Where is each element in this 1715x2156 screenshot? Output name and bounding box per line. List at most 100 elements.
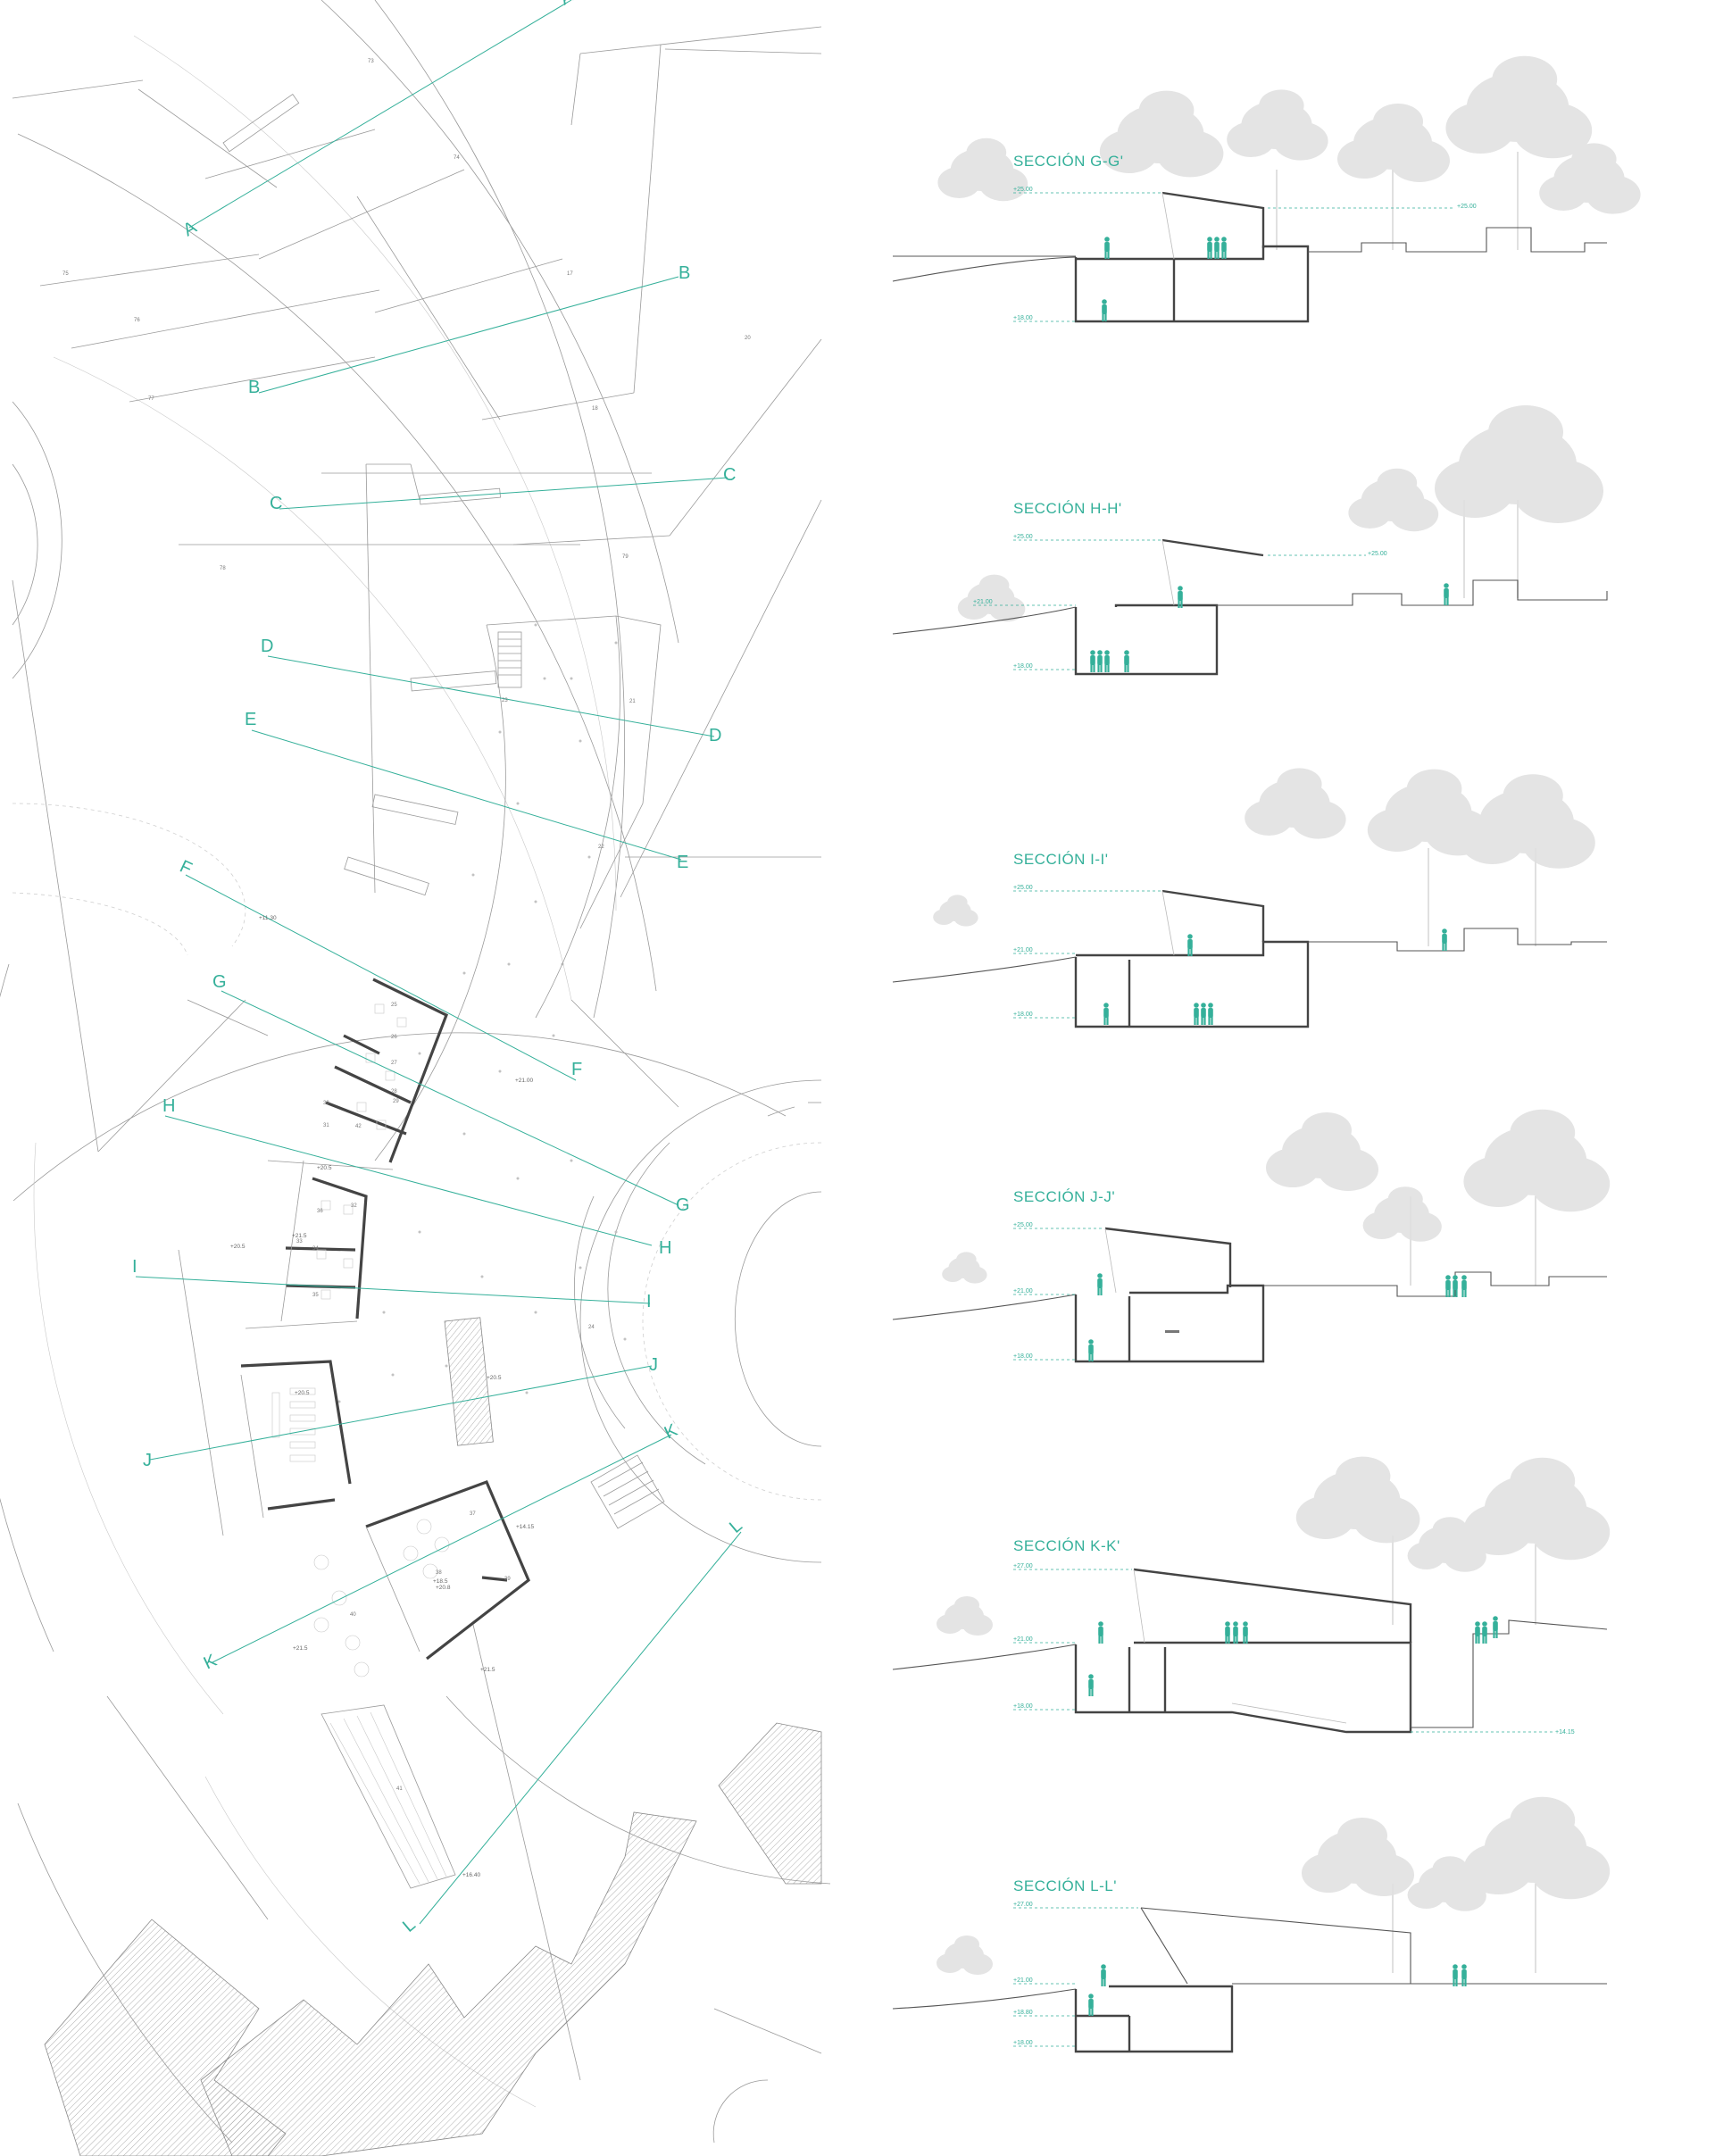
section-title: SECCIÓN G-G': [1013, 153, 1124, 170]
plan-levels: +21.00 +11.30 +20.5 +20.5 +21.5 +20.5 +2…: [230, 915, 534, 1878]
svg-text:+21.00: +21.00: [1013, 1977, 1033, 1984]
svg-text:32: 32: [351, 1203, 357, 1209]
svg-text:+14.15: +14.15: [516, 1524, 534, 1530]
section-k: SECCIÓN K-K' +27.00 +21.00 +18.00 +14.15: [892, 1456, 1611, 1736]
cut-marker-j-end: J: [649, 1355, 658, 1375]
svg-text:78: 78: [220, 566, 226, 571]
svg-text:+21.5: +21.5: [293, 1645, 308, 1652]
svg-text:+21.00: +21.00: [515, 1078, 533, 1084]
svg-text:+18.80: +18.80: [1013, 2010, 1033, 2016]
svg-text:+18.00: +18.00: [1013, 1353, 1033, 1360]
svg-text:+21.00: +21.00: [1013, 947, 1033, 953]
svg-text:+25.00: +25.00: [1013, 187, 1033, 193]
svg-text:+25.00: +25.00: [1013, 885, 1033, 891]
svg-text:+21.5: +21.5: [480, 1667, 495, 1673]
svg-text:17: 17: [567, 271, 573, 277]
svg-text:29: 29: [393, 1099, 399, 1104]
svg-text:+14.15: +14.15: [1555, 1729, 1575, 1736]
section-title: SECCIÓN H-H': [1013, 500, 1122, 517]
svg-text:+20.8: +20.8: [436, 1585, 451, 1591]
section-g: SECCIÓN G-G' +25.00 +25.00 +18.00: [892, 55, 1641, 323]
svg-text:26: 26: [391, 1035, 397, 1040]
svg-text:23: 23: [502, 698, 508, 703]
building-walls: [240, 978, 530, 1661]
cut-marker-b-start: B: [248, 378, 260, 397]
svg-text:+21.00: +21.00: [973, 599, 993, 605]
svg-text:79: 79: [622, 554, 629, 560]
cut-marker-e-end: E: [677, 853, 688, 872]
section-title: SECCIÓN L-L': [1013, 1877, 1117, 1894]
cut-marker-d-start: D: [261, 637, 273, 656]
svg-text:+18.00: +18.00: [1013, 663, 1033, 670]
svg-text:+18.00: +18.00: [1013, 1011, 1033, 1018]
svg-text:76: 76: [134, 318, 140, 323]
section-cut-lines: [135, 0, 742, 1925]
svg-text:37: 37: [470, 1511, 476, 1517]
svg-text:+27.00: +27.00: [1013, 1563, 1033, 1569]
svg-text:+18.5: +18.5: [433, 1578, 448, 1585]
section-title: SECCIÓN K-K': [1013, 1537, 1120, 1554]
svg-text:31: 31: [323, 1123, 329, 1128]
svg-text:+20.5: +20.5: [317, 1165, 332, 1171]
sections-column: SECCIÓN G-G' +25.00 +25.00 +18.00: [892, 55, 1641, 2053]
cut-marker-i-start: I: [132, 1257, 137, 1277]
section-l: SECCIÓN L-L' +27.00 +21.00 +18.80 +18.00: [892, 1796, 1611, 2053]
svg-text:+18.00: +18.00: [1013, 2040, 1033, 2046]
section-j: SECCIÓN J-J' +25.00 +21.00 +18.00: [892, 1109, 1611, 1363]
svg-text:+25.00: +25.00: [1368, 551, 1387, 557]
svg-text:41: 41: [396, 1786, 403, 1792]
svg-text:+20.5: +20.5: [295, 1390, 310, 1396]
svg-text:+20.5: +20.5: [230, 1244, 246, 1250]
cut-marker-d-end: D: [709, 726, 721, 745]
svg-text:+18.00: +18.00: [1013, 1703, 1033, 1710]
svg-text:34: 34: [312, 1246, 319, 1252]
svg-text:77: 77: [148, 396, 154, 402]
svg-text:25: 25: [391, 1003, 397, 1008]
cut-marker-b-end: B: [679, 263, 690, 283]
section-i: SECCIÓN I-I' +25.00 +21.00 +18.00: [892, 768, 1607, 1028]
section-title: SECCIÓN J-J': [1013, 1188, 1115, 1205]
svg-text:18: 18: [592, 406, 598, 412]
site-plan: A A B B C C D D E E F F G G H H I I J J …: [0, 0, 831, 2156]
cut-marker-l-start: L: [399, 1915, 420, 1936]
svg-text:+21.00: +21.00: [1013, 1636, 1033, 1643]
cut-marker-k-end: K: [662, 1420, 681, 1444]
svg-text:42: 42: [355, 1124, 362, 1129]
cut-marker-a-end: A: [557, 0, 578, 9]
cut-marker-j-start: J: [143, 1451, 152, 1470]
svg-text:36: 36: [317, 1209, 323, 1214]
svg-text:21: 21: [629, 699, 636, 704]
svg-text:+27.00: +27.00: [1013, 1902, 1033, 1908]
room-numbers: 73 74 75 76 77 78 79 17 18 20 21 22 23 2…: [62, 59, 751, 1792]
svg-text:+21.00: +21.00: [1013, 1288, 1033, 1294]
svg-text:73: 73: [368, 59, 374, 64]
svg-text:40: 40: [350, 1612, 356, 1618]
svg-text:75: 75: [62, 271, 69, 277]
svg-text:+11.30: +11.30: [259, 915, 277, 921]
svg-text:28: 28: [391, 1089, 397, 1095]
cut-marker-c-end: C: [723, 465, 736, 485]
cut-marker-k-start: K: [201, 1651, 221, 1674]
svg-text:+25.00: +25.00: [1013, 534, 1033, 540]
svg-text:39: 39: [504, 1577, 511, 1582]
cut-marker-i-end: I: [646, 1292, 652, 1311]
svg-text:38: 38: [436, 1570, 442, 1576]
svg-text:+18.00: +18.00: [1013, 315, 1033, 321]
cut-marker-e-start: E: [245, 710, 256, 729]
section-title: SECCIÓN I-I': [1013, 851, 1109, 868]
svg-text:74: 74: [454, 155, 460, 161]
svg-text:33: 33: [296, 1239, 303, 1244]
svg-text:30: 30: [323, 1101, 329, 1106]
svg-text:+25.00: +25.00: [1457, 204, 1477, 210]
cut-marker-h-end: H: [659, 1238, 671, 1258]
svg-text:+20.5: +20.5: [487, 1375, 502, 1381]
cut-marker-c-start: C: [270, 494, 282, 513]
cut-marker-h-start: H: [162, 1096, 175, 1116]
cut-marker-f-end: F: [571, 1060, 582, 1079]
svg-text:35: 35: [312, 1293, 319, 1298]
svg-text:20: 20: [745, 336, 751, 341]
cut-markers: A A B B C C D D E E F F G G H H I I J J …: [132, 0, 746, 1936]
svg-text:+16.40: +16.40: [462, 1872, 480, 1878]
svg-text:+25.00: +25.00: [1013, 1222, 1033, 1228]
